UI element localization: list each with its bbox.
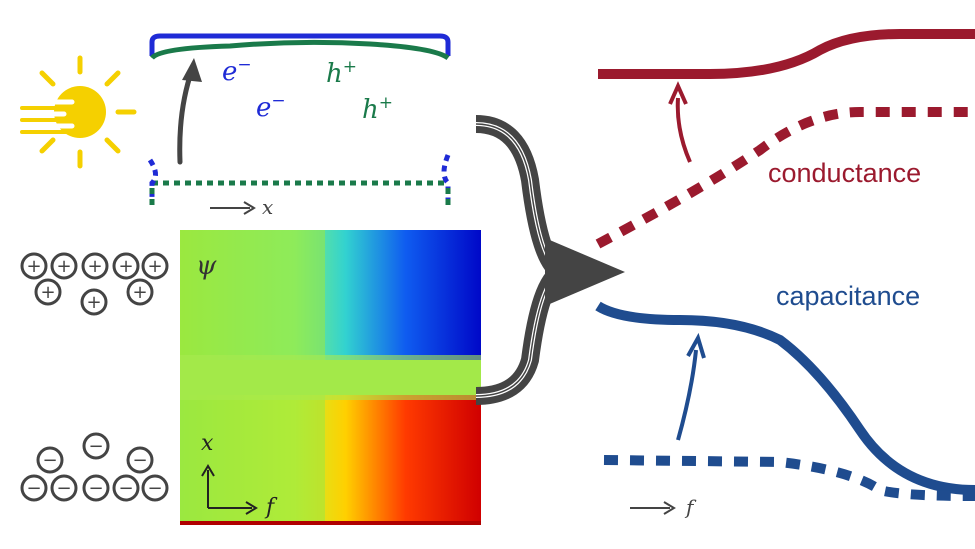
svg-text:−: − (26, 478, 41, 499)
carrier-hole-1: h+ (326, 57, 357, 89)
potential-map: ψ x f (180, 230, 481, 525)
f-axis-indicator: f (630, 495, 697, 519)
conduction-band-hole (150, 39, 450, 61)
svg-text:+: + (118, 256, 133, 277)
output-plot: conductance capacitance f (595, 29, 975, 519)
conductance-arrow-head (668, 81, 688, 105)
conductance-label: conductance (768, 158, 921, 188)
psi-label: ψ (196, 251, 217, 281)
x-axis-label: x (262, 195, 273, 219)
conduction-band-electron (149, 33, 451, 56)
excitation-arrow-head (182, 58, 202, 82)
conductance-solid-curve (598, 29, 975, 79)
svg-text:−: − (56, 478, 71, 499)
svg-text:+: + (26, 256, 41, 277)
capacitance-arrow-head (686, 332, 706, 359)
svg-text:+: + (56, 256, 71, 277)
svg-text:−: − (88, 478, 103, 499)
sun-icon (15, 55, 137, 169)
conductance-arrow (675, 97, 692, 163)
conductance-dashed-curve (595, 107, 975, 249)
svg-text:−: − (88, 436, 103, 457)
capacitance-label: capacitance (776, 281, 920, 311)
capacitance-arrow (676, 349, 698, 441)
svg-text:+: + (86, 292, 101, 313)
map-axis-x-label: x (201, 431, 214, 456)
negative-charges (20, 432, 169, 502)
capacitance-solid-curve (595, 301, 975, 495)
svg-text:−: − (118, 478, 133, 499)
svg-text:+: + (132, 282, 147, 303)
f-axis-label: f (684, 495, 697, 519)
excitation-arrow (177, 67, 195, 165)
carrier-electron-2: e− (256, 91, 286, 123)
merge-arrow-head (545, 238, 625, 306)
carrier-labels: e− e− h+ h+ (222, 55, 393, 125)
carrier-hole-2: h+ (362, 93, 393, 125)
valence-band-edge-right (441, 154, 451, 205)
svg-text:+: + (87, 256, 102, 277)
positive-charge-signs: + + + + + + + + (26, 256, 162, 313)
svg-text:−: − (132, 450, 147, 471)
band-diagram: e− e− h+ h+ x (147, 33, 451, 219)
x-axis-indicator: x (210, 195, 273, 219)
valence-band-edge-left (147, 158, 158, 205)
merge-arrow (475, 115, 625, 405)
carrier-electron-1: e− (222, 55, 252, 87)
positive-charges (20, 252, 169, 316)
svg-text:+: + (40, 282, 55, 303)
svg-text:−: − (147, 478, 162, 499)
negative-charge-signs: − − − − − − − − (26, 436, 162, 499)
svg-text:+: + (147, 256, 162, 277)
svg-text:−: − (42, 450, 57, 471)
